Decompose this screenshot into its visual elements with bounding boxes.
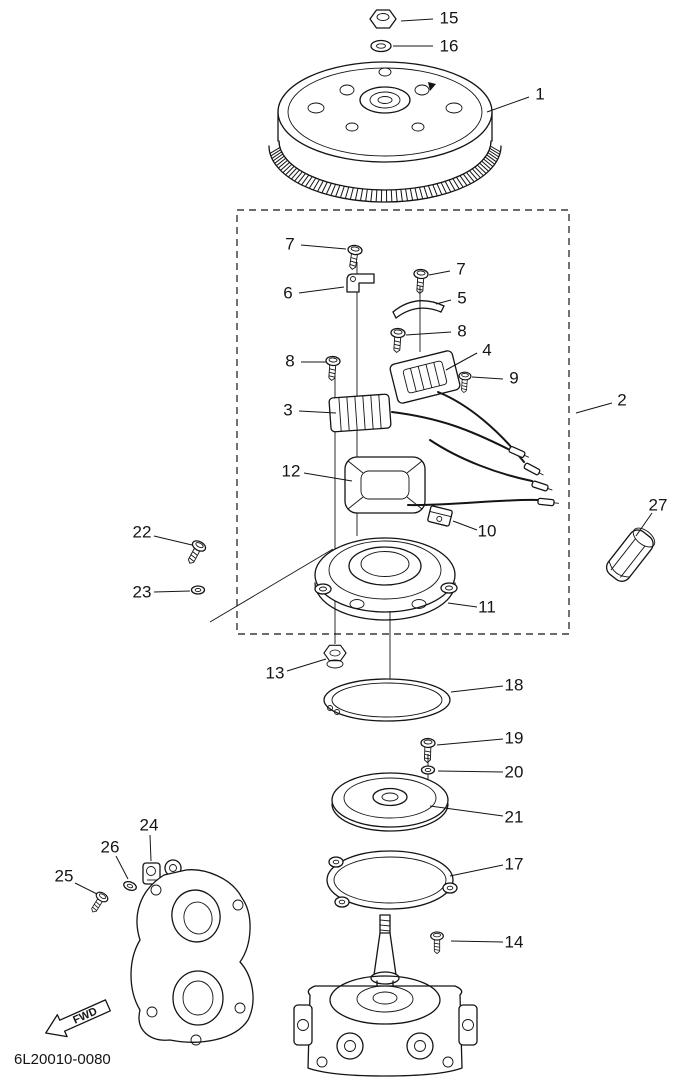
bolt-14: [430, 931, 444, 955]
leader-line: [452, 520, 478, 531]
screw-25: [86, 889, 111, 916]
crankcase: [293, 914, 478, 1077]
leader-line: [450, 940, 504, 943]
callout-5: 5: [457, 289, 466, 308]
callout-16: 16: [440, 37, 459, 56]
leader-line: [449, 864, 504, 877]
callout-20: 20: [505, 763, 524, 782]
callout-26: 26: [101, 838, 120, 857]
rubber-cap: [605, 527, 656, 582]
leader-line: [298, 286, 345, 294]
wiring-harness: [391, 391, 559, 507]
connector-holder: [427, 505, 453, 527]
screw-7b: [412, 268, 429, 295]
mounting-bracket: [130, 859, 254, 1046]
leader-line: [74, 882, 98, 895]
callout-2: 2: [617, 391, 626, 410]
leader-line: [450, 685, 504, 693]
screw-8b: [324, 355, 341, 382]
leader-line: [153, 590, 191, 593]
leader-line: [303, 472, 353, 482]
leader-line: [153, 535, 193, 546]
callout-14: 14: [505, 933, 524, 952]
flywheel-index-mark: [428, 82, 436, 91]
callout-22: 22: [133, 523, 152, 542]
leader-line: [405, 331, 452, 336]
flywheel-nut: [369, 9, 397, 29]
leader-line: [436, 738, 504, 746]
flywheel: [268, 61, 502, 203]
callout-6: 6: [283, 284, 292, 303]
curved-retainer: [392, 300, 445, 319]
leader-line: [429, 805, 504, 817]
magneto-base-plate: [314, 537, 458, 621]
callout-23: 23: [133, 583, 152, 602]
callout-8: 8: [457, 322, 466, 341]
wire-holder-bracket: [346, 273, 375, 293]
callout-24: 24: [140, 816, 159, 835]
charge-coil: [389, 350, 461, 404]
fwd-arrow: FWD: [45, 999, 111, 1038]
callout-25: 25: [55, 867, 74, 886]
washer-20: [420, 765, 436, 775]
nut-13: [323, 644, 347, 669]
callout-4: 4: [482, 341, 491, 360]
leader-line: [575, 402, 613, 414]
callout-15: 15: [440, 9, 459, 28]
callout-8: 8: [285, 352, 294, 371]
leader-line: [115, 855, 129, 880]
cover-plate: [331, 772, 449, 832]
leader-line: [437, 770, 504, 773]
leader-line: [435, 299, 452, 305]
leader-line: [400, 18, 434, 22]
callout-27: 27: [649, 496, 668, 515]
gasket: [326, 850, 458, 910]
washer-26: [121, 879, 139, 893]
callout-19: 19: [505, 729, 524, 748]
leader-line: [635, 512, 653, 537]
callout-13: 13: [266, 664, 285, 683]
callout-3: 3: [283, 401, 292, 420]
callout-18: 18: [505, 676, 524, 695]
callout-9: 9: [509, 369, 518, 388]
screw-22: [183, 538, 208, 568]
callout-21: 21: [505, 808, 524, 827]
clamp-24: [142, 862, 161, 885]
leader-line: [286, 658, 327, 672]
callout-12: 12: [282, 462, 301, 481]
callout-17: 17: [505, 855, 524, 874]
callout-7: 7: [285, 235, 294, 254]
callout-11: 11: [478, 598, 496, 617]
washer-23: [190, 585, 206, 595]
screw-8a: [389, 327, 406, 354]
flywheel-ring-gear: [269, 145, 501, 203]
callout-1: 1: [535, 85, 544, 104]
retaining-ring: [323, 678, 451, 722]
leader-line: [486, 96, 530, 113]
screw-7a: [344, 243, 364, 271]
leader-line: [445, 352, 478, 371]
flywheel-washer: [370, 39, 392, 53]
callout-10: 10: [478, 522, 497, 541]
part-code: 6L20010-0080: [14, 1051, 111, 1068]
leader-line: [447, 602, 478, 608]
lighting-coil: [344, 456, 426, 514]
leader-line: [149, 834, 152, 862]
fwd-label: FWD: [71, 1005, 99, 1026]
callout-7: 7: [456, 260, 465, 279]
pulser-coil: [328, 393, 392, 433]
leader-line: [300, 244, 347, 250]
leader-line: [298, 410, 337, 414]
leader-line: [471, 376, 504, 380]
magneto-assembly-boundary: [236, 209, 570, 635]
leader-line: [428, 270, 451, 276]
